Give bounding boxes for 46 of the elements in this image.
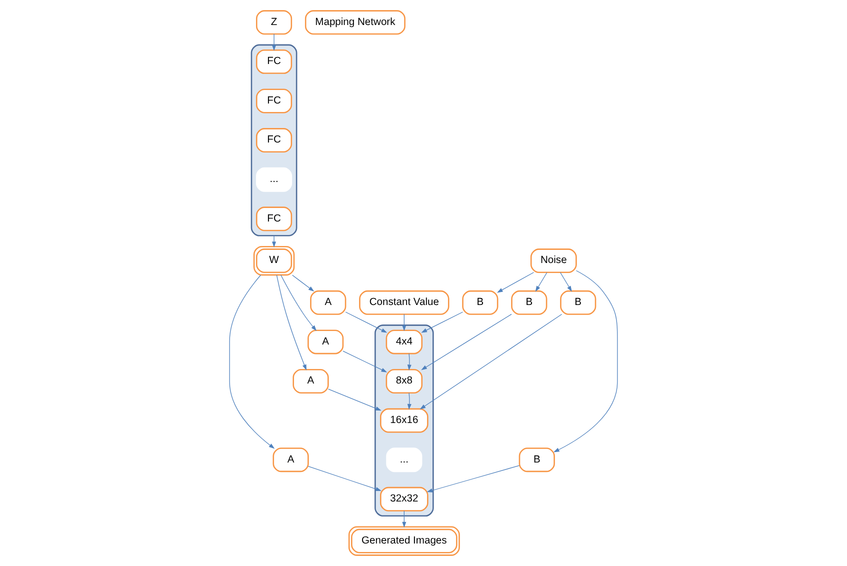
arrow bbox=[308, 466, 382, 491]
node-box: A bbox=[310, 290, 346, 315]
arrow bbox=[535, 272, 548, 292]
node-box: 32x32 bbox=[380, 486, 428, 512]
node-box: B bbox=[462, 290, 498, 315]
arrow bbox=[560, 272, 572, 292]
arrow bbox=[421, 314, 512, 370]
node-box: A bbox=[272, 448, 309, 472]
arrow bbox=[272, 34, 276, 51]
arrow bbox=[553, 270, 618, 452]
node-box: ... bbox=[386, 448, 422, 472]
node-box: FC bbox=[256, 206, 292, 232]
node-box: 8x8 bbox=[386, 369, 423, 394]
node-box: ... bbox=[256, 167, 292, 192]
arrow bbox=[407, 353, 412, 370]
arrow bbox=[272, 235, 276, 248]
node-box: 16x16 bbox=[380, 408, 428, 433]
node-box: B bbox=[518, 448, 555, 472]
node-box: FC bbox=[256, 88, 292, 114]
node-box: FC bbox=[256, 128, 292, 153]
node-box: Z bbox=[256, 10, 292, 35]
arrow bbox=[496, 272, 534, 293]
arrow bbox=[276, 274, 307, 370]
arrow bbox=[292, 274, 314, 292]
node-box: Noise bbox=[530, 248, 577, 274]
arrow bbox=[280, 274, 317, 332]
node-box: A bbox=[308, 330, 344, 354]
node-box: Generated Images bbox=[348, 526, 460, 556]
node-box: B bbox=[560, 290, 596, 315]
node-box: B bbox=[511, 290, 548, 315]
arrow bbox=[421, 312, 464, 333]
arrow bbox=[342, 350, 388, 372]
arrow bbox=[402, 314, 406, 332]
node-box: 4x4 bbox=[386, 330, 423, 354]
node-box: Mapping Network bbox=[304, 10, 406, 35]
arrow bbox=[426, 465, 520, 492]
arrow bbox=[407, 392, 412, 410]
arrow bbox=[420, 314, 562, 410]
node-box: Constant Value bbox=[359, 290, 450, 315]
arrow bbox=[345, 312, 388, 333]
arrow bbox=[402, 510, 406, 528]
arrow bbox=[328, 388, 382, 411]
node-box: W bbox=[253, 246, 295, 276]
node-box: A bbox=[292, 369, 329, 394]
node-box: FC bbox=[256, 49, 292, 74]
arrow bbox=[229, 274, 275, 449]
